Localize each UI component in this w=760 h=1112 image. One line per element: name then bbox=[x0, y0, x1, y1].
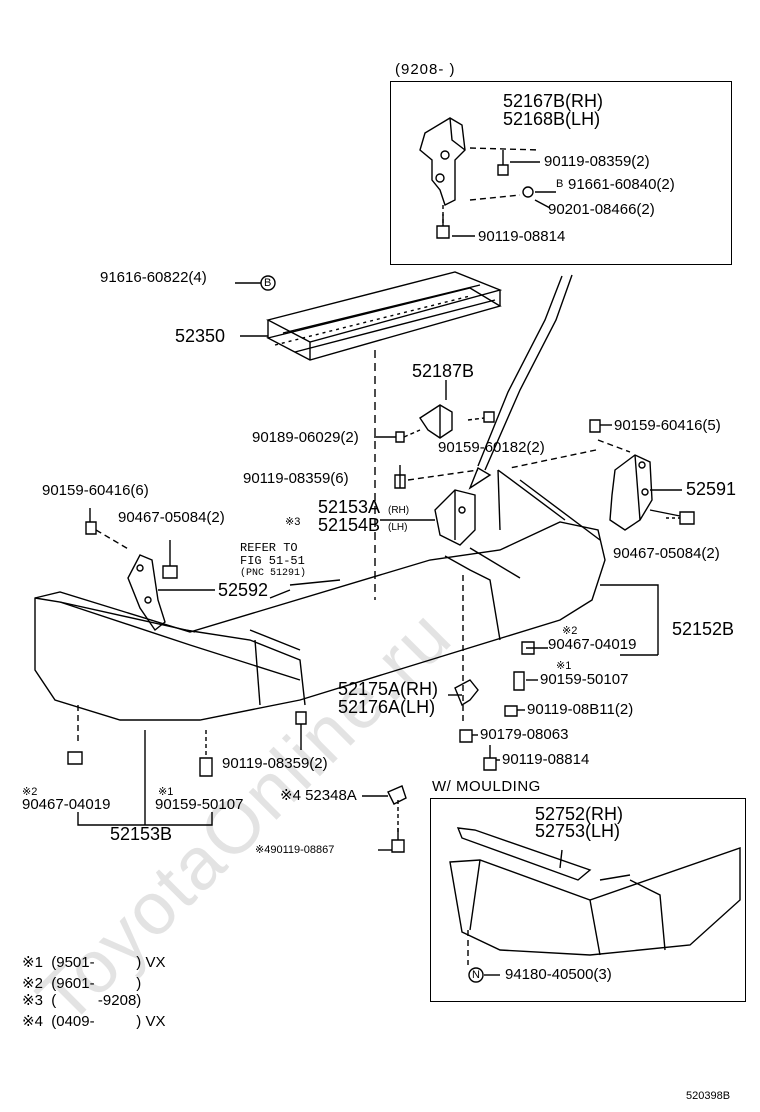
clip-90159-50107-left bbox=[199, 757, 213, 777]
label-90179-08063: 90179-08063 bbox=[480, 726, 569, 743]
inset-box-top bbox=[390, 81, 732, 265]
nut-90467-left bbox=[162, 565, 178, 579]
label-90119-08814-main: 90119-08814 bbox=[502, 751, 590, 768]
refer-line-2: FIG 51-51 bbox=[240, 554, 305, 568]
label-52348a: ※4 52348A bbox=[280, 787, 357, 804]
label-52591: 52591 bbox=[686, 479, 737, 499]
inset-top-header: (9208- ) bbox=[395, 61, 456, 78]
clip-90467-04019-left bbox=[67, 751, 83, 765]
label-90159-50107-right: 90159-50107 bbox=[540, 671, 629, 688]
marker-n-circle bbox=[468, 967, 484, 983]
note-2: ※2 (9601- ) bbox=[22, 975, 142, 992]
label-lh-small: (LH) bbox=[388, 522, 408, 533]
marker-n: N bbox=[472, 969, 480, 981]
label-90119-08359-2-inset: 90119-08359(2) bbox=[544, 153, 650, 170]
reinforcement-52350-drawing bbox=[266, 271, 503, 361]
note-4: ※4 (0409- ) VX bbox=[22, 1013, 166, 1030]
bolt-90119-08359-2 bbox=[295, 711, 307, 740]
bracket-52592-drawing bbox=[127, 554, 166, 632]
inset-bottom-header: W/ MOULDING bbox=[432, 778, 541, 795]
refer-line-1: REFER TO bbox=[240, 541, 298, 555]
label-90159-50107-left: 90159-50107 bbox=[155, 796, 244, 813]
label-90189-06029: 90189-06029(2) bbox=[252, 429, 359, 446]
label-90467-04019-left: 90467-04019 bbox=[22, 796, 111, 813]
bracket-52167b-drawing bbox=[419, 117, 466, 206]
label-90119-08814-inset: 90119-08814 bbox=[478, 228, 566, 245]
label-91616-60822: 91616-60822(4) bbox=[100, 269, 207, 286]
label-52752: 52752(RH) bbox=[535, 804, 624, 824]
inset-box-bottom bbox=[430, 798, 746, 1002]
bumper-cover-52152b-drawing bbox=[34, 469, 606, 721]
moulding-drawing bbox=[449, 827, 741, 956]
bolt-inset-1 bbox=[497, 150, 509, 176]
label-52175a: 52175A(RH) bbox=[338, 679, 439, 699]
label-52154b: 52154B bbox=[318, 515, 381, 535]
label-52592: 52592 bbox=[218, 580, 269, 600]
bracket-52591-drawing bbox=[609, 454, 653, 531]
label-90159-60416-5: 90159-60416(5) bbox=[614, 417, 721, 434]
marker-b-main: B bbox=[264, 277, 272, 289]
note-1: ※1 (9501- ) VX bbox=[22, 954, 166, 971]
note1-mark-left: ※1 bbox=[158, 786, 174, 798]
bolt-90119-08814-main bbox=[483, 745, 497, 771]
bracket-52187b-drawing bbox=[419, 404, 453, 439]
label-52153a: 52153A bbox=[318, 497, 381, 517]
note1-mark-right: ※1 bbox=[556, 660, 572, 672]
label-90201-08466: 90201-08466(2) bbox=[548, 201, 655, 218]
label-52753: 52753(LH) bbox=[535, 821, 621, 841]
diagram-code: 520398B bbox=[686, 1090, 731, 1102]
marker-b-inset: B bbox=[556, 178, 564, 190]
clip-90159-left bbox=[85, 521, 97, 535]
label-90119-08867: ※490119-08867 bbox=[255, 844, 335, 856]
bolt-inset-2 bbox=[436, 214, 450, 239]
label-90467-04019-right: 90467-04019 bbox=[548, 636, 637, 653]
bolt-90119-08359-6 bbox=[394, 474, 406, 489]
note2-mark-left: ※2 bbox=[22, 786, 38, 798]
label-90119-08b11: 90119-08B11(2) bbox=[527, 701, 634, 718]
label-90467-05084-left: 90467-05084(2) bbox=[118, 509, 225, 526]
nut-90467-right bbox=[679, 511, 695, 525]
bracket-52348a bbox=[387, 785, 407, 805]
clip-90159-50107-right bbox=[513, 671, 525, 691]
label-90159-60182: 90159-60182(2) bbox=[438, 439, 545, 456]
label-52153b: 52153B bbox=[110, 824, 173, 844]
clip-90159-right bbox=[589, 419, 601, 433]
note3-mark: ※3 bbox=[285, 516, 301, 528]
bolt-90119-08867 bbox=[391, 828, 405, 853]
label-94180-40500: 94180-40500(3) bbox=[505, 966, 612, 983]
note2-mark-right: ※2 bbox=[562, 625, 578, 637]
label-52187b: 52187B bbox=[412, 361, 475, 381]
label-52152b: 52152B bbox=[672, 619, 735, 639]
washer-inset bbox=[522, 186, 534, 198]
label-52167b: 52167B(RH) bbox=[503, 91, 604, 111]
bolt-90119-08b11 bbox=[504, 705, 518, 717]
note-3: ※3 ( -9208) bbox=[22, 992, 142, 1009]
label-90159-60416-6: 90159-60416(6) bbox=[42, 482, 149, 499]
nut-90179 bbox=[459, 729, 473, 743]
label-52176a: 52176A(LH) bbox=[338, 697, 436, 717]
clip-90467-04019-right bbox=[521, 641, 535, 655]
label-90467-05084-right: 90467-05084(2) bbox=[613, 545, 720, 562]
label-rh-small: (RH) bbox=[388, 505, 410, 516]
nut-90189 bbox=[395, 431, 405, 443]
bolt-90159-60182 bbox=[483, 411, 495, 423]
bracket-52175a-drawing bbox=[454, 679, 479, 707]
label-91661-60840: 91661-60840(2) bbox=[568, 176, 675, 193]
label-52168b: 52168B(LH) bbox=[503, 109, 601, 129]
label-90119-08359-6: 90119-08359(6) bbox=[243, 470, 349, 487]
refer-line-3: (PNC 51291) bbox=[240, 568, 307, 579]
label-90119-08359-2-main: 90119-08359(2) bbox=[222, 755, 328, 772]
bracket-52153a-drawing bbox=[434, 489, 476, 546]
label-52350: 52350 bbox=[175, 326, 226, 346]
